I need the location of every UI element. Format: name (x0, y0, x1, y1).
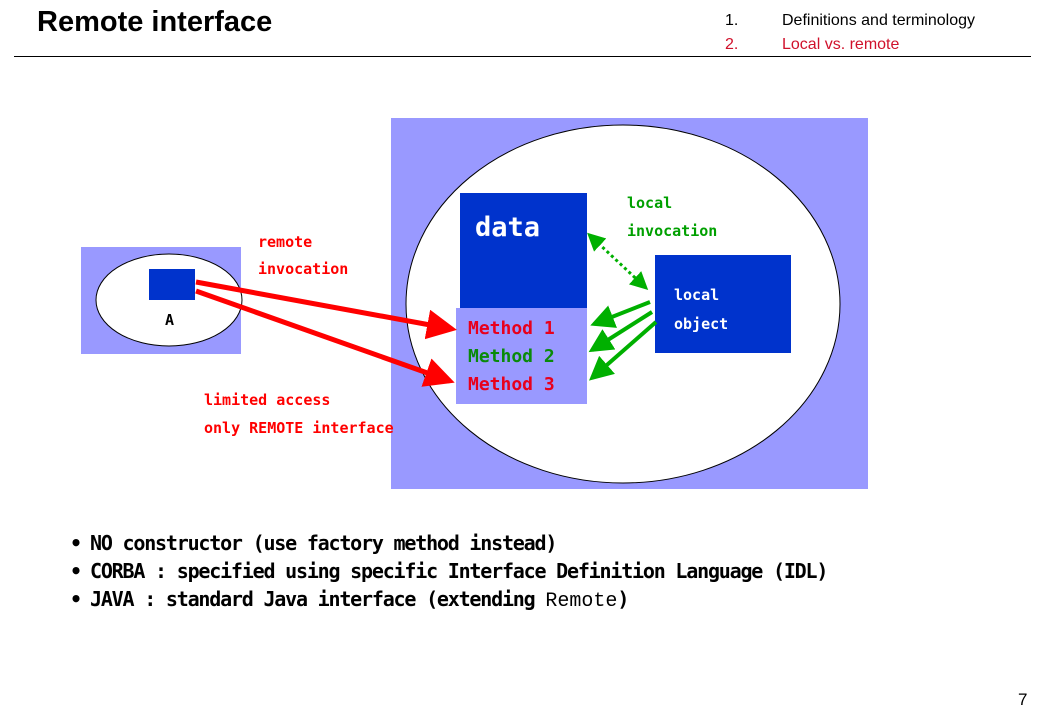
nav-number: 1. (725, 12, 739, 29)
local-object-label-line1: local (674, 286, 719, 304)
data-label: data (475, 212, 540, 243)
bullet-list: • NO constructor (use factory method ins… (70, 529, 828, 616)
local-call-arrow-method-3 (588, 320, 658, 381)
bullet-dot: • (70, 587, 82, 611)
bullet-item: • CORBA : specified using specific Inter… (70, 557, 828, 585)
client-label: A (165, 311, 174, 329)
data-box (460, 193, 587, 309)
method-1-label: Method 1 (468, 318, 555, 339)
slide-title: Remote interface (37, 6, 273, 38)
local-call-arrow-method-2 (588, 310, 654, 353)
client-object-box (149, 269, 195, 300)
methods-box (456, 308, 587, 404)
bullet-code: Remote (545, 590, 618, 613)
local-invocation-arrow (587, 232, 649, 291)
bullet-item: • JAVA : standard Java interface (extend… (70, 585, 827, 616)
limited-access-label-line2: only REMOTE interface (204, 419, 394, 437)
bullet-text: CORBA : specified using specific Interfa… (90, 559, 828, 583)
bullet-text: JAVA : standard Java interface (extendin… (90, 587, 546, 611)
remote-call-arrow-method-3 (195, 288, 455, 387)
remote-call-arrow-method-1 (195, 279, 457, 340)
local-invocation-label-line2: invocation (627, 222, 717, 240)
nav-label: Local vs. remote (782, 36, 900, 53)
nav-number: 2. (725, 36, 739, 53)
page-number: 7 (1018, 690, 1028, 709)
title-divider (14, 56, 1031, 57)
bullet-text-after: ) (617, 587, 629, 611)
limited-access-label-line1: limited access (204, 391, 330, 409)
remote-invocation-label-line1: remote (258, 233, 312, 251)
method-2-label: Method 2 (468, 346, 555, 367)
local-call-arrow-method-1 (590, 300, 651, 328)
remote-invocation-label-line2: invocation (258, 260, 348, 278)
bullet-item: • NO constructor (use factory method ins… (70, 529, 827, 557)
bullet-dot: • (70, 559, 82, 583)
bullet-text: NO constructor (use factory method inste… (90, 531, 557, 555)
method-3-label: Method 3 (468, 374, 555, 395)
nav-label: Definitions and terminology (782, 12, 975, 29)
local-object-box (655, 255, 791, 353)
bullet-dot: • (70, 531, 82, 555)
local-invocation-label-line1: local (627, 194, 672, 212)
local-object-label-line2: object (674, 315, 728, 333)
